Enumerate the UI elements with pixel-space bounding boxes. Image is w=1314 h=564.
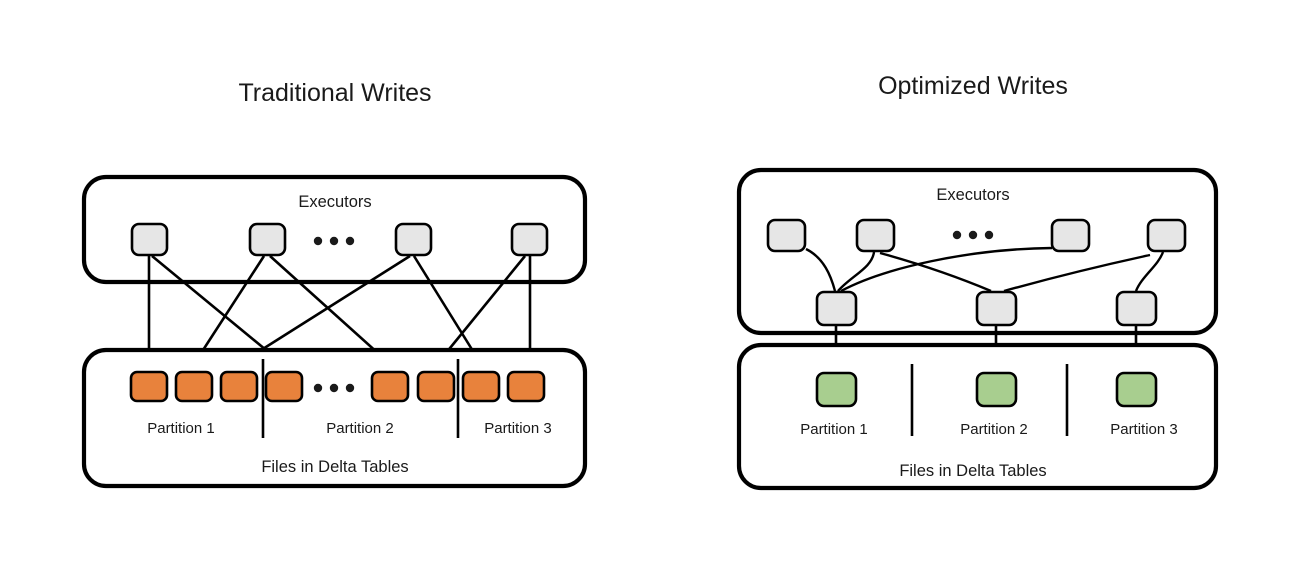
shuffle-curve — [1003, 253, 1151, 293]
partition-label: Partition 2 — [960, 421, 1028, 438]
write-arrow — [151, 254, 285, 366]
shuffle-executor-node — [815, 290, 858, 327]
file-block-orange — [461, 370, 501, 403]
panel-title-optimized: Optimized Writes — [878, 72, 1068, 100]
shuffle-executor-node — [975, 290, 1018, 327]
file-block-green — [1115, 371, 1158, 408]
file-block-orange — [174, 370, 214, 403]
shuffle-curve — [840, 246, 1053, 293]
executors-label-traditional: Executors — [298, 193, 371, 211]
files-container-optimized — [736, 342, 1219, 491]
write-arrow — [192, 255, 266, 366]
shuffle-curve — [1134, 251, 1165, 292]
executor-node — [855, 218, 896, 253]
files-label-traditional: Files in Delta Tables — [261, 458, 408, 476]
write-arrow — [435, 255, 527, 366]
file-block-orange — [370, 370, 410, 403]
write-arrow — [412, 255, 483, 366]
shuffle-connections-optimized — [805, 246, 1165, 293]
shuffle-curve — [879, 251, 992, 293]
executors-container-traditional — [81, 174, 588, 285]
partition-label: Partition 1 — [800, 421, 868, 438]
partition-label: Partition 3 — [484, 420, 552, 437]
executor-node — [248, 222, 287, 257]
executor-node — [510, 222, 549, 257]
write-arrow — [269, 255, 392, 366]
executor-node — [1146, 218, 1187, 253]
panel-optimized: Optimized Writes Executors — [736, 72, 1219, 491]
partition-label: Partition 3 — [1110, 421, 1178, 438]
executor-node — [1050, 218, 1091, 253]
file-block-orange — [416, 370, 456, 403]
executor-node — [766, 218, 807, 253]
executor-node — [394, 222, 433, 257]
file-block-green — [815, 371, 858, 408]
executor-ellipsis-optimized — [952, 230, 994, 240]
executor-ellipsis-traditional — [313, 236, 355, 246]
partition-label: Partition 1 — [147, 420, 215, 437]
file-block-green — [975, 371, 1018, 408]
executors-label-optimized: Executors — [936, 186, 1009, 204]
file-block-orange — [219, 370, 259, 403]
panel-title-traditional: Traditional Writes — [238, 79, 431, 107]
file-block-orange — [129, 370, 169, 403]
file-ellipsis-traditional — [313, 383, 355, 393]
write-arrow — [237, 254, 411, 366]
file-block-orange — [506, 370, 546, 403]
shuffle-curve — [805, 247, 837, 292]
panel-traditional: Traditional Writes Executors — [81, 79, 588, 489]
file-block-orange — [264, 370, 304, 403]
executors-container-optimized — [736, 167, 1219, 336]
executor-node — [130, 222, 169, 257]
files-label-optimized: Files in Delta Tables — [899, 462, 1046, 480]
shuffle-curve — [837, 251, 876, 292]
write-connections-traditional — [142, 254, 537, 366]
partition-label: Partition 2 — [326, 420, 394, 437]
shuffle-executor-node — [1115, 290, 1158, 327]
